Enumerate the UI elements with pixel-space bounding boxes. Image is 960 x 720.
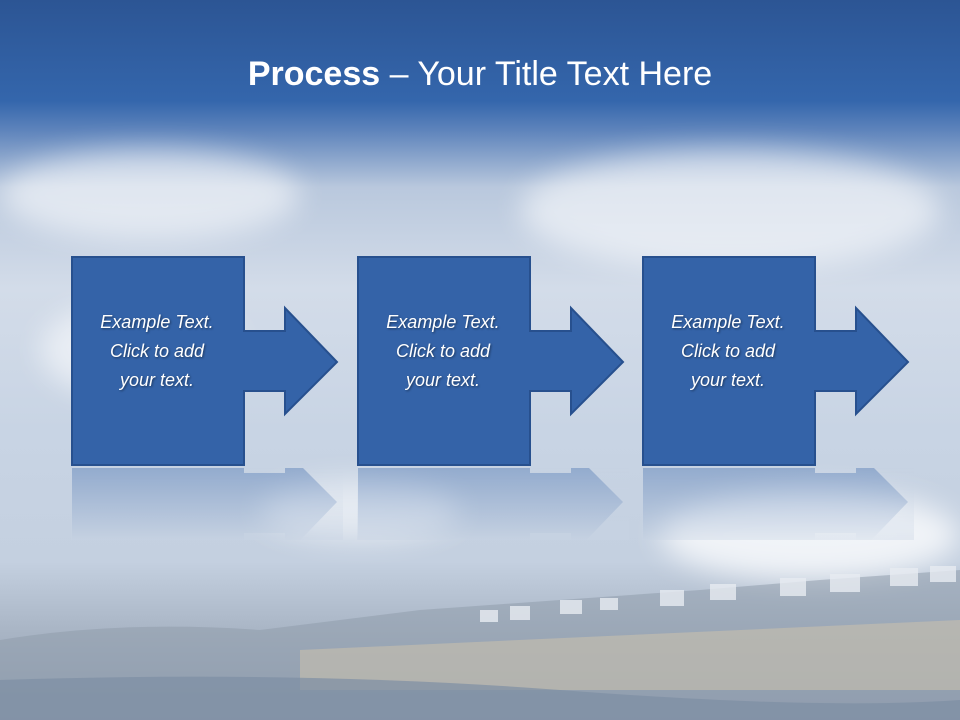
step-reflection (71, 468, 343, 540)
step-text-line: Click to add (395, 341, 491, 361)
page-title: Process – Your Title Text Here (0, 52, 960, 96)
process-step-1[interactable]: Example Text. Click to add your text. (71, 256, 343, 468)
title-bold: Process (247, 55, 381, 93)
step-text-line: your text. (690, 370, 766, 390)
title-rest: – Your Title Text Here (380, 55, 713, 93)
process-step-2[interactable]: Example Text. Click to add your text. (357, 256, 629, 468)
step-text-line: Example Text. (386, 312, 500, 332)
coastal-town-image (0, 566, 960, 720)
step-text-line: Click to add (109, 341, 205, 361)
arrow-box-shape (71, 256, 339, 466)
step-text-line: your text. (119, 370, 195, 390)
step-text-line: your text. (405, 370, 481, 390)
step-text: Example Text. Click to add your text. (357, 308, 529, 395)
cloud (520, 150, 940, 270)
step-text-line: Example Text. (100, 312, 214, 332)
step-text: Example Text. Click to add your text. (642, 308, 814, 395)
step-reflection (642, 468, 914, 540)
step-text-line: Example Text. (671, 312, 785, 332)
cloud (260, 480, 460, 540)
process-step-3[interactable]: Example Text. Click to add your text. (642, 256, 914, 468)
arrow-box-shape (642, 256, 910, 466)
step-text: Example Text. Click to add your text. (71, 308, 243, 395)
step-reflection (357, 468, 629, 540)
cloud (0, 150, 300, 240)
arrow-box-shape (357, 256, 625, 466)
cloud (660, 490, 960, 580)
step-text-line: Click to add (680, 341, 776, 361)
